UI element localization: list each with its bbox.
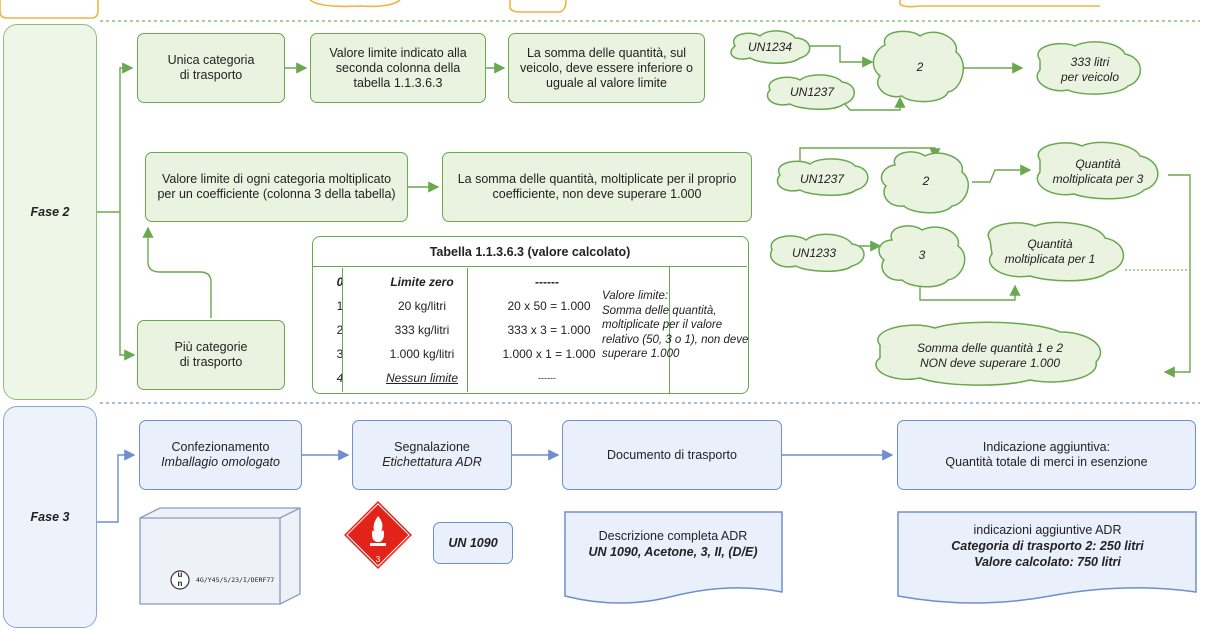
table-limit-3: 1.000 kg/litri xyxy=(389,347,455,361)
table-calc-0: ------ xyxy=(535,275,559,289)
flammable-liquid-label-icon xyxy=(341,498,415,572)
cloud-un1237-mid: UN1237 xyxy=(799,171,845,186)
doc-description: Descrizione completa ADR UN 1090, Aceton… xyxy=(570,528,776,572)
cloud-un1234: UN1234 xyxy=(747,39,793,54)
packaging-title: Confezionamento xyxy=(171,440,270,454)
phase3-lane: Fase 3 xyxy=(3,406,97,628)
doc-desc-title: Descrizione completa ADR xyxy=(598,529,748,543)
cloud-quantity-x1: Quantità moltiplicata per 1 xyxy=(1004,237,1096,266)
clouds-phase2 xyxy=(730,30,1159,386)
table-calc-1: 20 x 50 = 1.000 xyxy=(507,299,591,313)
limit-value-box: Valore limite indicato alla seconda colo… xyxy=(310,33,486,103)
multi-category-box: Più categorie di trasporto xyxy=(137,320,285,390)
cloud-category-2-mid: 2 xyxy=(922,173,930,188)
un-packaging-logo: u n xyxy=(177,570,183,588)
table-calc-3: 1.000 x 1 = 1.000 xyxy=(502,347,596,361)
signage-title: Segnalazione xyxy=(394,440,470,454)
add-desc-title: indicazioni aggiuntive ADR xyxy=(973,523,1122,537)
un-number-box: UN 1090 xyxy=(433,522,513,564)
phase2-lane: Fase 2 xyxy=(3,24,97,400)
doc-desc-shape xyxy=(564,511,783,604)
phase3-label: Fase 3 xyxy=(30,510,70,524)
additional-title: Indicazione aggiuntiva: xyxy=(982,440,1111,454)
package-illustration xyxy=(139,507,301,605)
table-cat-1: 1 xyxy=(336,299,344,313)
sum-limit-box: La somma delle quantità, sul veicolo, de… xyxy=(508,33,705,103)
table-calc-2: 333 x 3 = 1.000 xyxy=(507,323,591,337)
table-cat-2: 2 xyxy=(336,323,344,337)
table-limit-0: Limite zero xyxy=(390,275,454,289)
coefficient-sum-box: La somma delle quantità, moltiplicate pe… xyxy=(442,152,752,222)
packaging-box: Confezionamento Imballagio omologato xyxy=(139,420,302,490)
cloud-333-litri: 333 litri per veicolo xyxy=(1060,55,1120,84)
table-limit-2: 333 kg/litri xyxy=(394,323,450,337)
table-title: Tabella 1.1.3.6.3 (valore calcolato) xyxy=(313,237,747,267)
cloud-category-2-top: 2 xyxy=(916,59,924,74)
add-desc-line1: Categoria di trasporto 2: 250 litri xyxy=(951,539,1144,553)
signage-box: Segnalazione Etichettatura ADR xyxy=(352,420,512,490)
cloud-un1237-top: UN1237 xyxy=(789,84,835,99)
phase2-label: Fase 2 xyxy=(30,205,70,219)
add-desc-line2: Valore calcolato: 750 litri xyxy=(974,555,1121,569)
table-calc-4: ------ xyxy=(538,373,556,383)
additional-description: indicazioni aggiuntive ADR Categoria di … xyxy=(905,522,1190,578)
table-cat-4: 4 xyxy=(336,371,344,385)
add-desc-shape xyxy=(897,511,1197,604)
table-limit-4: Nessun limite xyxy=(385,371,459,385)
table-rows: 0 Limite zero ------ 1 20 kg/litri 20 x … xyxy=(329,271,669,391)
package-code: 4G/Y45/S/23/I/DERF77 xyxy=(196,576,275,584)
additional-indication-box: Indicazione aggiuntiva: Quantità totale … xyxy=(897,420,1196,490)
single-category-box: Unica categoria di trasporto xyxy=(137,33,285,103)
transport-document-box: Documento di trasporto xyxy=(562,420,782,490)
coefficient-box: Valore limite di ogni categoria moltipli… xyxy=(145,152,408,222)
table-note: Valore limite: Somma delle quantità, mol… xyxy=(602,290,749,360)
hazard-class-number: 3 xyxy=(375,555,381,564)
packaging-sub: Imballagio omologato xyxy=(161,455,280,469)
cloud-quantity-x3: Quantità moltiplicata per 3 xyxy=(1052,157,1144,186)
additional-sub: Quantità totale di merci in esenzione xyxy=(945,455,1148,469)
table-1-1-3-6-3: Tabella 1.1.3.6.3 (valore calcolato) 0 L… xyxy=(312,236,749,394)
table-limit-1: 20 kg/litri xyxy=(397,299,447,313)
cloud-un1233: UN1233 xyxy=(791,245,837,260)
signage-sub: Etichettatura ADR xyxy=(382,455,482,469)
doc-desc-detail: UN 1090, Acetone, 3, II, (D/E) xyxy=(588,545,758,559)
table-cat-3: 3 xyxy=(336,347,344,361)
cloud-category-3: 3 xyxy=(918,247,926,262)
table-cat-0: 0 xyxy=(336,275,344,289)
cloud-sum-limit: Somma delle quantità 1 e 2 NON deve supe… xyxy=(916,341,1064,370)
